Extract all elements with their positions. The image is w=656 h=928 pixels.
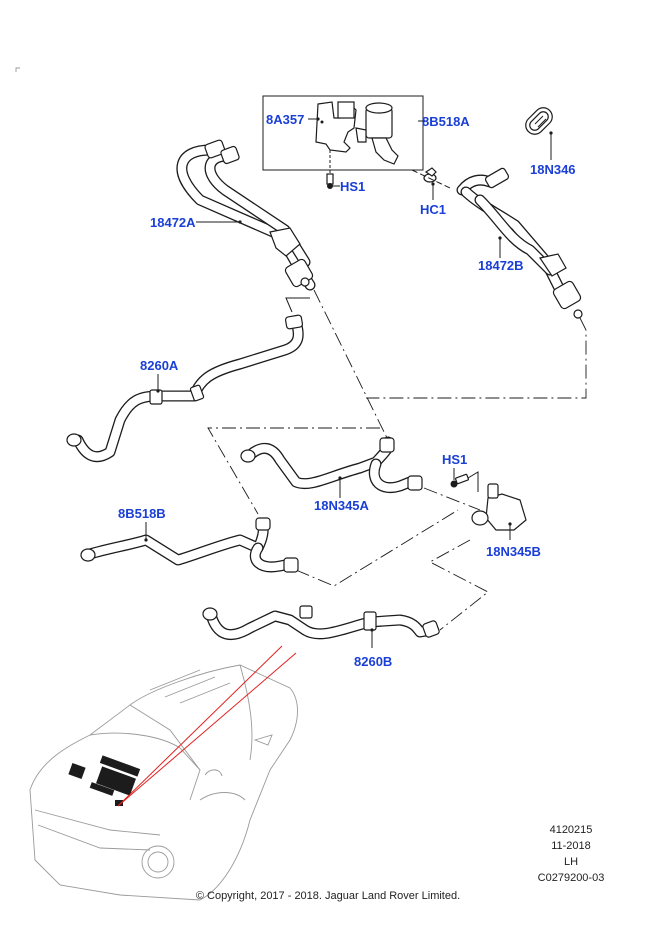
callout-HS1-top[interactable]: HS1 (340, 179, 365, 194)
callout-18472B[interactable]: 18472B (478, 258, 524, 273)
illustration-date: 11-2018 (551, 840, 591, 852)
pump-8B518A[interactable] (355, 102, 399, 165)
corner-mark (15, 67, 20, 72)
connection-line (285, 297, 310, 313)
callout-8260B[interactable]: 8260B (354, 654, 392, 669)
callout-8A357[interactable]: 8A357 (266, 112, 304, 127)
screw-HS1-mid[interactable] (450, 473, 469, 488)
callout-8B518B[interactable]: 18N345B (486, 544, 541, 559)
vehicle-locator-illustration (29, 645, 298, 901)
grommet-18N346[interactable] (522, 104, 556, 138)
callout-18N345B[interactable]: 8B518B (118, 506, 166, 521)
pump-8B518B[interactable] (471, 483, 527, 531)
callout-8260A[interactable]: 8260A (140, 358, 179, 373)
illustration-meta: 4120215 11-2018 LH C0279200-03 (526, 822, 616, 886)
connection-line (207, 427, 380, 515)
callout-18472A[interactable]: 18472A (150, 215, 196, 230)
connection-line (295, 509, 459, 587)
bracket-8A357[interactable] (315, 101, 357, 153)
pump-assembly-box (262, 95, 424, 171)
hose-8260A[interactable] (66, 314, 304, 463)
connection-line (423, 487, 481, 511)
callout-HS1-mid[interactable]: HS1 (442, 452, 467, 467)
hose-18N345B[interactable] (80, 517, 299, 573)
callout-HC1[interactable]: HC1 (420, 202, 446, 217)
connection-line (366, 317, 587, 399)
callout-18N346[interactable]: 18N346 (530, 162, 576, 177)
connection-line (429, 539, 489, 631)
screw-HS1-top[interactable] (326, 150, 334, 189)
hose-18472A[interactable] (176, 139, 316, 291)
callout-18N345A[interactable]: 18N345A (314, 498, 370, 513)
hose-18472B[interactable] (456, 167, 583, 319)
connection-line (313, 289, 389, 441)
illustration-code: C0279200-03 (537, 872, 605, 884)
illustration-side: LH (563, 856, 579, 868)
illustration-number: 4120215 (549, 824, 593, 836)
hose-8260B[interactable] (202, 605, 440, 641)
clip-HC1[interactable] (423, 167, 437, 183)
copyright-notice: © Copyright, 2017 - 2018. Jaguar Land Ro… (195, 890, 461, 902)
callout-8B518A[interactable]: 8B518A (422, 114, 470, 129)
hose-18N345A[interactable] (240, 436, 423, 493)
